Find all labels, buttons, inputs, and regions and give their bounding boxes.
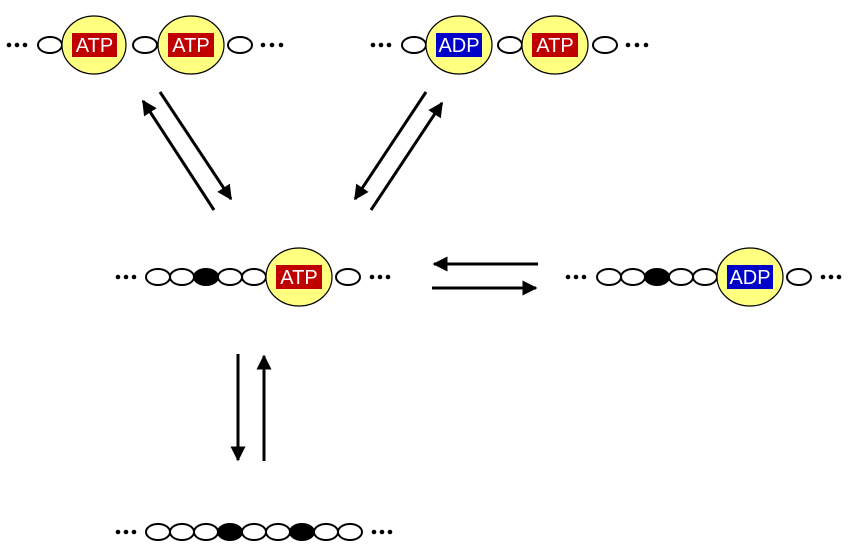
empty-subunit [193, 523, 219, 541]
filled-subunit [217, 523, 243, 541]
empty-subunit [241, 523, 267, 541]
filled-subunit [644, 268, 670, 286]
chain-right: ADP [565, 247, 842, 307]
chain-bottom [115, 523, 393, 541]
empty-subunit [596, 268, 622, 286]
arrow-down-left [353, 91, 428, 201]
adp-label: ADP [438, 35, 479, 57]
arrow-up-right [369, 101, 444, 211]
chain-top-right: ADP ATP [370, 15, 649, 75]
empty-subunit [169, 523, 195, 541]
filled-subunit [193, 268, 219, 286]
adp-nucleotide: ADP [425, 15, 493, 75]
empty-subunit [620, 268, 646, 286]
ellipsis-dots [260, 42, 284, 48]
equilibrium-arrows-top-left [141, 91, 233, 211]
atp-label: ATP [76, 35, 113, 57]
empty-subunit [169, 268, 195, 286]
empty-subunit [217, 268, 243, 286]
empty-subunit [497, 36, 523, 54]
atp-nucleotide: ATP [521, 15, 589, 75]
filled-subunit [289, 523, 315, 541]
atp-nucleotide: ATP [265, 247, 333, 307]
empty-subunit [265, 523, 291, 541]
empty-subunit [592, 36, 618, 54]
empty-subunit [132, 36, 158, 54]
empty-subunit [337, 523, 363, 541]
equilibrium-arrows-bottom [230, 354, 272, 462]
empty-subunit [401, 36, 427, 54]
ellipsis-dots [369, 274, 391, 280]
empty-subunit [241, 268, 267, 286]
arrow-down-right [158, 91, 233, 201]
ellipsis-dots [820, 274, 842, 280]
empty-subunit [145, 523, 171, 541]
arrow-up-left [141, 99, 216, 211]
ellipsis-dots [6, 42, 28, 48]
atp-label: ATP [172, 35, 209, 57]
adp-nucleotide: ADP [716, 247, 784, 307]
empty-subunit [335, 268, 361, 286]
ellipsis-dots [625, 42, 649, 48]
empty-subunit [668, 268, 694, 286]
empty-subunit [145, 268, 171, 286]
empty-subunit [786, 268, 812, 286]
ellipsis-dots [115, 274, 137, 280]
ellipsis-dots [565, 274, 587, 280]
atp-nucleotide: ATP [61, 15, 127, 75]
atp-nucleotide: ATP [157, 15, 225, 75]
chain-top-left: ATP ATP [6, 15, 284, 75]
empty-subunit [313, 523, 339, 541]
equilibrium-arrows-right [432, 256, 538, 296]
ellipsis-dots [115, 529, 137, 535]
empty-subunit [692, 268, 718, 286]
equilibrium-arrows-top-right [353, 91, 444, 211]
empty-subunit [37, 36, 63, 54]
ellipsis-dots [370, 42, 392, 48]
chain-middle: ATP [115, 247, 391, 307]
empty-subunit [227, 36, 253, 54]
atp-label: ATP [536, 35, 573, 57]
ellipsis-dots [371, 529, 393, 535]
atp-label: ATP [280, 267, 317, 289]
adp-label: ADP [729, 267, 770, 289]
